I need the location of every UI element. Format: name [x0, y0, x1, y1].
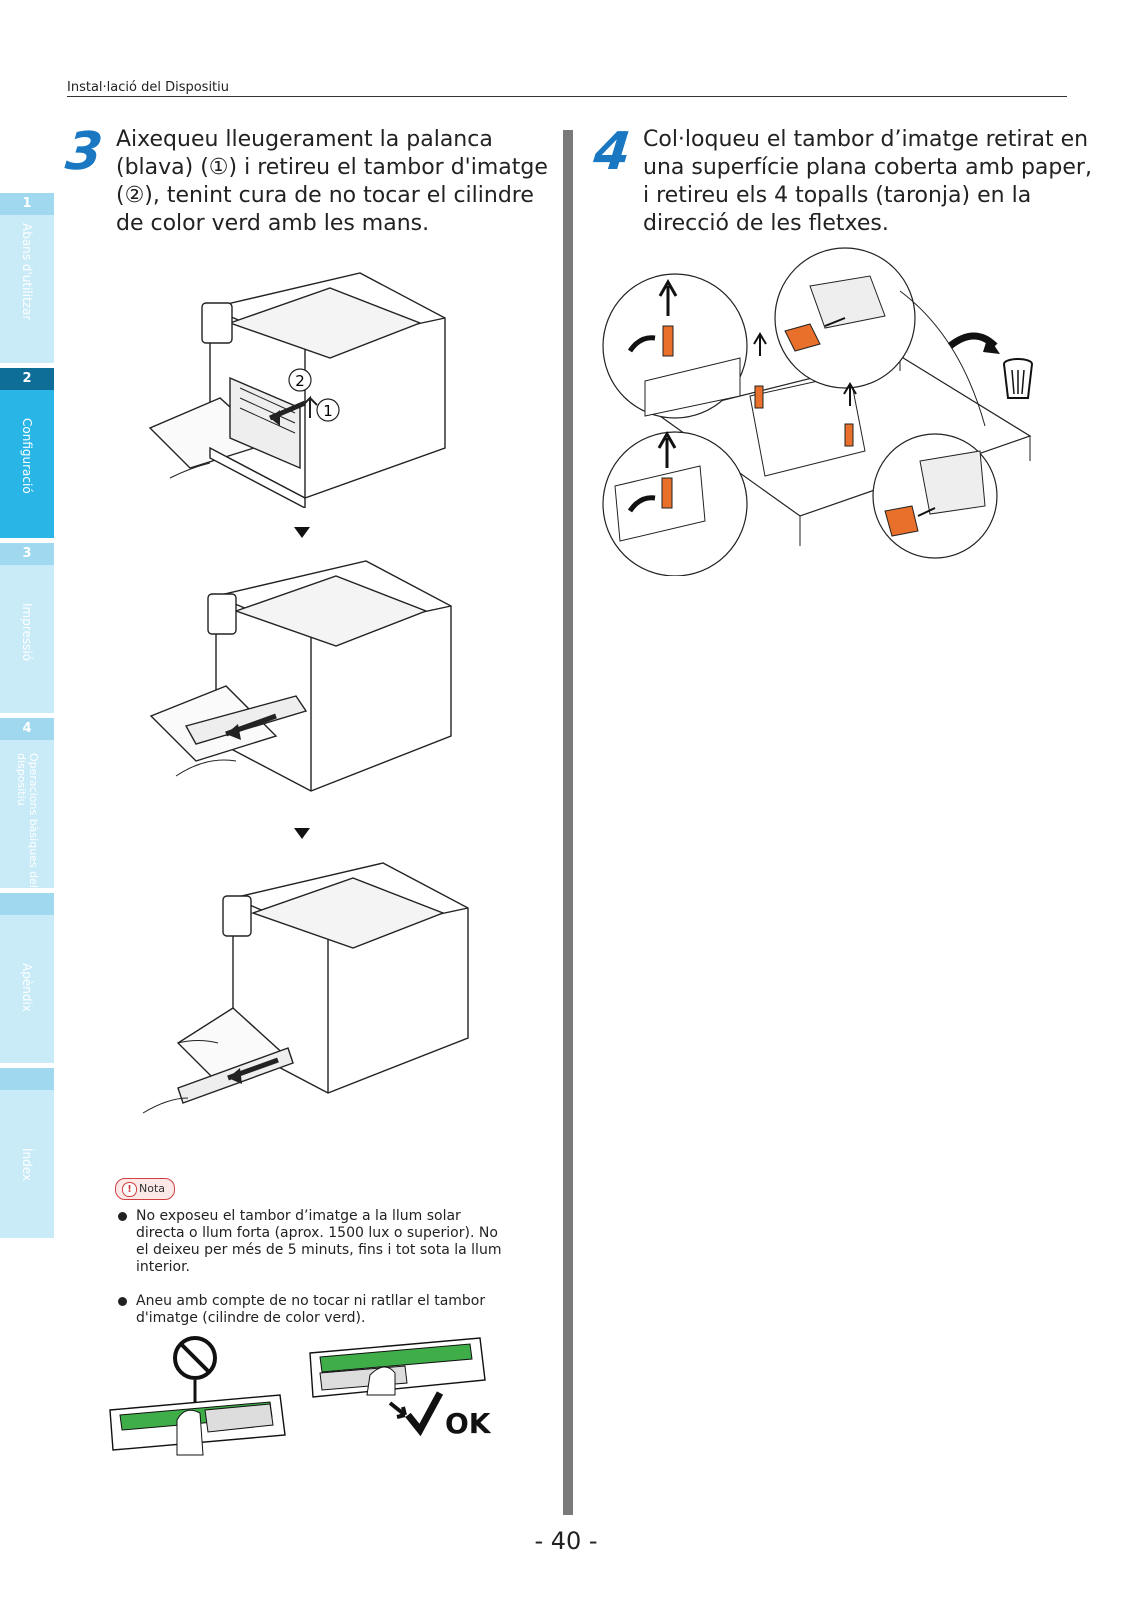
tab-number: [0, 893, 54, 915]
step-4-line: direcció de les fletxes.: [643, 211, 889, 236]
step-3-line: Aixequeu lleugerament la palanca: [116, 127, 493, 152]
tab-number: 1: [0, 193, 54, 215]
tab-number: 2: [0, 368, 54, 390]
step-number-4: 4: [590, 122, 634, 182]
nota-bullet: Aneu amb compte de no tocar ni ratllar e…: [118, 1293, 553, 1329]
drum-handling-illustration: OK: [109, 1336, 492, 1456]
printer-illustration-pull-drum: [149, 560, 452, 792]
step-4-line: una superfície plana coberta amb paper,: [643, 155, 1092, 180]
step-number-3: 3: [62, 122, 106, 182]
nota-bullet: No exposeu el tambor d’imatge a la llum …: [118, 1208, 553, 1278]
tab-index[interactable]: Índex: [0, 1068, 54, 1238]
step-4-line: i retireu els 4 topalls (taronja) en la: [643, 183, 1032, 208]
tab-label: Operacions bàsiques del dispositiu: [15, 753, 40, 888]
tab-configuracio[interactable]: 2 Configuració: [0, 368, 54, 538]
nota-line: No exposeu el tambor d’imatge a la llum …: [136, 1208, 461, 1224]
header-rule: [67, 96, 1067, 97]
tab-label: Apèndix: [20, 963, 34, 1012]
bullet-dot-icon: [118, 1212, 127, 1221]
callout-1: 1: [323, 402, 333, 420]
sequence-arrow-icon: [294, 527, 310, 538]
tab-label: Impressió: [20, 603, 34, 662]
stopper-removal-illustration: [602, 247, 1033, 576]
nota-line: el deixeu per més de 5 minuts, fins i to…: [136, 1242, 502, 1258]
prohibited-icon: [173, 1336, 217, 1380]
tab-apendix[interactable]: Apèndix: [0, 893, 54, 1063]
tab-number: 3: [0, 543, 54, 565]
step-3-line: de color verd amb les mans.: [116, 211, 430, 236]
trash-can-icon: [1003, 358, 1033, 399]
sequence-arrow-icon: [294, 828, 310, 839]
tab-operacions[interactable]: 4 Operacions bàsiques del dispositiu: [0, 718, 54, 888]
nota-bullet-text: No exposeu el tambor d’imatge a la llum …: [136, 1208, 556, 1276]
checkmark-icon: [405, 1391, 444, 1437]
ok-label: OK: [445, 1407, 492, 1440]
tab-number: [0, 1068, 54, 1090]
nota-bullet-text: Aneu amb compte de no tocar ni ratllar e…: [136, 1293, 556, 1327]
nota-badge: ! Nota: [115, 1178, 175, 1200]
step-3-line: (②), tenint cura de no tocar el cilindre: [116, 183, 534, 208]
step-3-instructions: Aixequeu lleugerament la palanca (blava)…: [116, 126, 548, 238]
step-3-line: (blava) (①) i retireu el tambor d'imatge: [116, 155, 548, 180]
drum-good-handling: [309, 1337, 486, 1398]
nota-line: directa o llum forta (aprox. 1500 lux o …: [136, 1225, 498, 1241]
printer-illustration-lift-lever: 2 1: [148, 272, 446, 508]
warning-icon: !: [122, 1182, 137, 1197]
callout-2: 2: [295, 372, 305, 390]
nota-label: Nota: [139, 1182, 166, 1195]
tab-label: Configuració: [20, 418, 34, 494]
tab-number: 4: [0, 718, 54, 740]
tab-label: Índex: [20, 1148, 34, 1182]
tab-abans-dutilitzar[interactable]: 1 Abans d'utilitzar: [0, 193, 54, 363]
nota-line: interior.: [136, 1259, 190, 1275]
page-number: - 40 -: [534, 1527, 598, 1555]
bullet-dot-icon: [118, 1297, 127, 1306]
drum-bad-handling: [109, 1394, 286, 1456]
tab-impressio[interactable]: 3 Impressió: [0, 543, 54, 713]
nota-line: d'imatge (cilindre de color verd).: [136, 1310, 366, 1326]
header-title: Instal·lació del Dispositiu: [67, 80, 230, 95]
tab-label: Abans d'utilitzar: [20, 223, 34, 321]
step-4-line: Col·loqueu el tambor d’imatge retirat en: [643, 127, 1089, 152]
step-4-instructions: Col·loqueu el tambor d’imatge retirat en…: [643, 126, 1092, 238]
printer-illustration-remove-drum: [142, 862, 469, 1114]
column-divider: [563, 130, 573, 1515]
nota-line: Aneu amb compte de no tocar ni ratllar e…: [136, 1293, 486, 1309]
